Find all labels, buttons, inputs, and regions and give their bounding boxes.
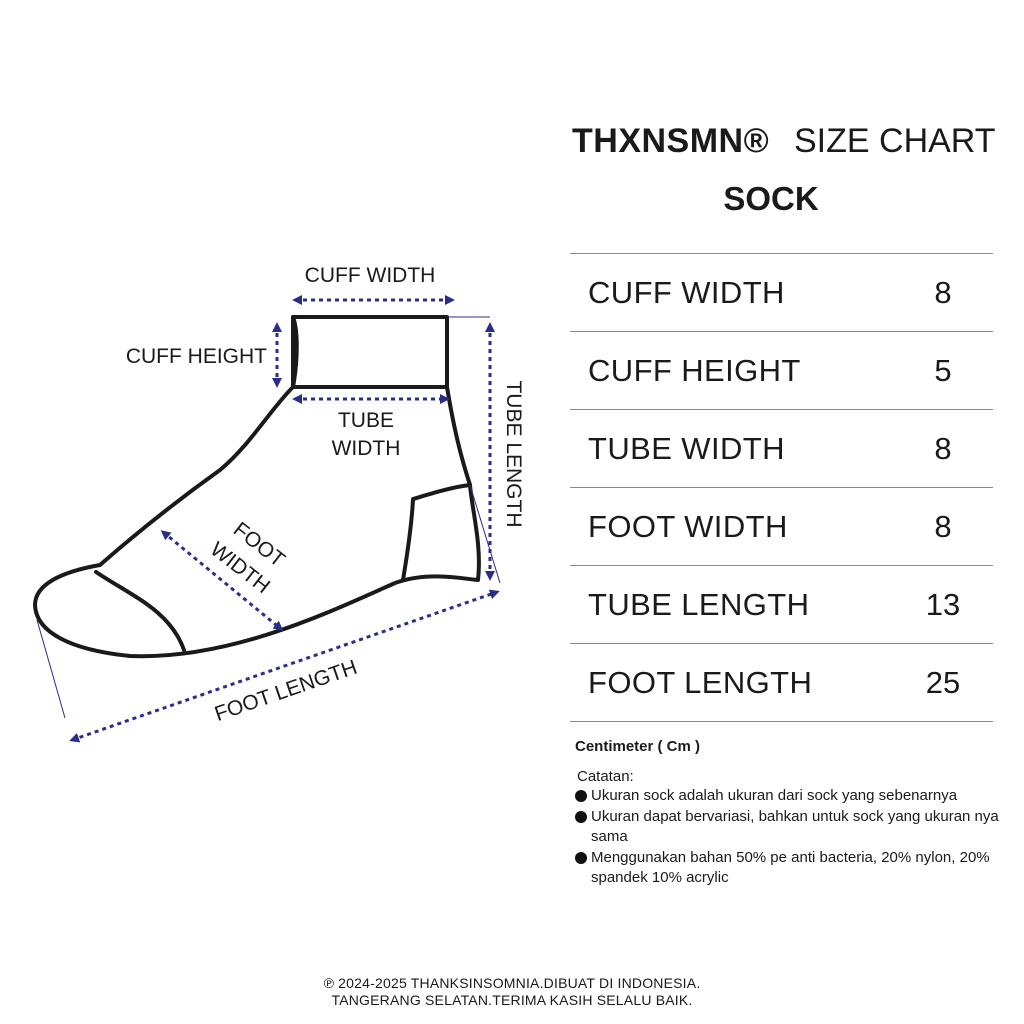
notes-heading: Catatan: (577, 768, 634, 785)
table-row: CUFF WIDTH 8 (570, 254, 993, 332)
cuff-outline (291, 315, 449, 389)
note-text: Ukuran sock adalah ukuran dari sock yang… (591, 787, 958, 804)
product-name: SOCK (723, 180, 819, 217)
heel-outline (401, 483, 472, 582)
row-value: 5 (934, 353, 952, 388)
size-table: CUFF WIDTH 8 CUFF HEIGHT 5 TUBE WIDTH 8 … (570, 253, 993, 722)
row-value: 8 (934, 431, 952, 466)
footer-line-2: TANGERANG SELATAN.TERIMA KASIH SELALU BA… (331, 992, 693, 1008)
footer: ℗ 2024-2025 THANKSINSOMNIA.DIBUAT DI IND… (0, 975, 1024, 1009)
tube-length-label: TUBE LENGTH (502, 380, 525, 527)
list-item: Menggunakan bahan 50% pe anti bacteria, … (575, 848, 1015, 888)
tube-width-label-line1: TUBE (338, 409, 394, 432)
list-item: Ukuran dapat bervariasi, bahkan untuk so… (575, 807, 1015, 847)
tube-width-label-line2: WIDTH (332, 437, 401, 460)
foot-width-arrow (160, 530, 284, 631)
table-row: TUBE WIDTH 8 (570, 410, 993, 488)
sock-diagram: CUFF WIDTH CUFF HEIGHT TUBE WIDTH TUBE L… (33, 264, 525, 743)
chart-title: SIZE CHART (794, 122, 996, 160)
guide-lines (36, 316, 501, 719)
row-label: FOOT WIDTH (588, 509, 788, 544)
row-label: TUBE WIDTH (588, 431, 785, 466)
row-label: FOOT LENGTH (588, 665, 813, 700)
row-label: TUBE LENGTH (588, 587, 810, 622)
bullet-icon (575, 790, 587, 802)
footer-line-1: ℗ 2024-2025 THANKSINSOMNIA.DIBUAT DI IND… (323, 975, 701, 991)
note-text: Menggunakan bahan 50% pe anti bacteria, … (591, 849, 990, 886)
row-label: CUFF HEIGHT (588, 353, 801, 388)
row-label: CUFF WIDTH (588, 275, 785, 310)
list-item: Ukuran sock adalah ukuran dari sock yang… (575, 786, 1015, 806)
toe-outline (94, 570, 186, 652)
cuff-width-label: CUFF WIDTH (305, 264, 436, 287)
row-value: 25 (925, 665, 961, 700)
table-row: CUFF HEIGHT 5 (570, 332, 993, 410)
table-row: FOOT LENGTH 25 (570, 644, 993, 722)
foot-length-arrow (69, 589, 500, 743)
table-row: TUBE LENGTH 13 (570, 566, 993, 644)
note-text: Ukuran dapat bervariasi, bahkan untuk so… (591, 808, 999, 845)
row-value: 8 (934, 509, 952, 544)
row-value: 8 (934, 275, 952, 310)
bullet-icon (575, 811, 587, 823)
notes-list: Ukuran sock adalah ukuran dari sock yang… (575, 786, 1015, 889)
bullet-icon (575, 852, 587, 864)
table-row: FOOT WIDTH 8 (570, 488, 993, 566)
cuff-height-label: CUFF HEIGHT (126, 345, 267, 368)
unit-note: Centimeter ( Cm ) (575, 738, 701, 755)
brand-name: THXNSMN® (572, 122, 770, 160)
row-value: 13 (925, 587, 961, 622)
